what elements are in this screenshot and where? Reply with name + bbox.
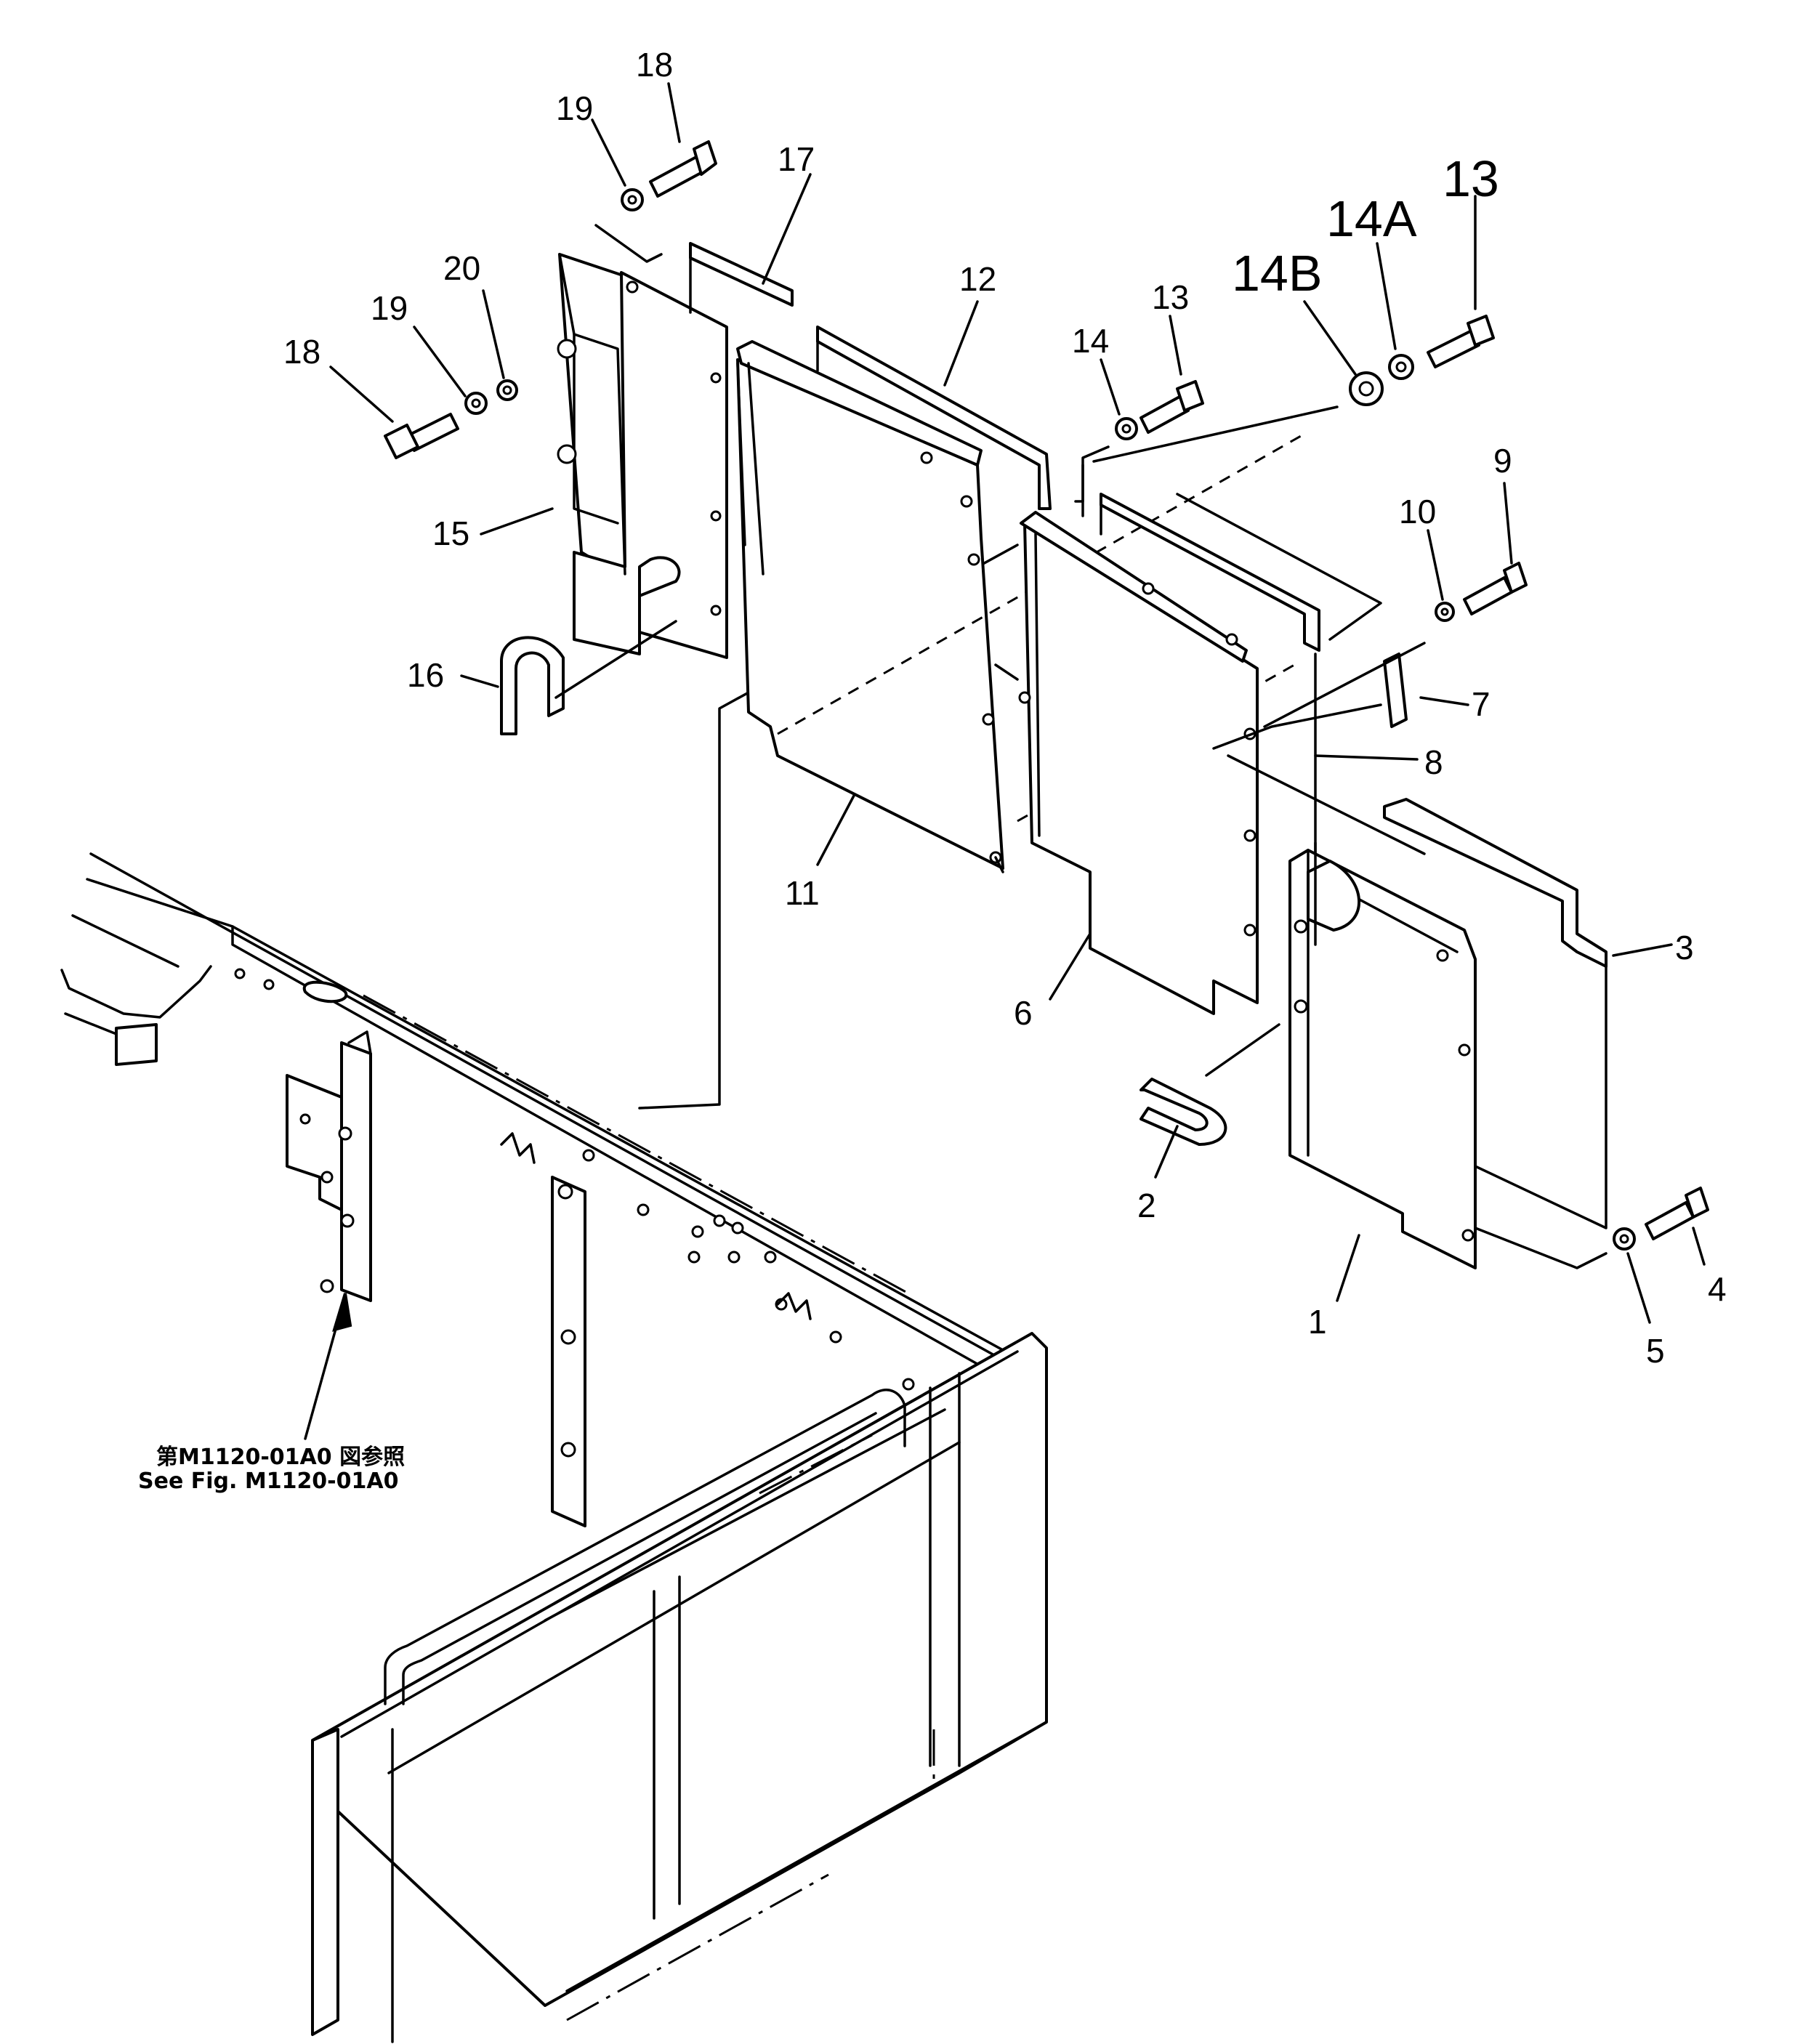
- bolt-18-top-icon: [649, 140, 717, 198]
- callout-1: 1: [1308, 1303, 1327, 1341]
- part-17-plate: [689, 242, 794, 314]
- reference-arrow: [304, 1293, 352, 1440]
- callout-4: 4: [1708, 1270, 1727, 1308]
- washer-14-icon: [1115, 417, 1138, 440]
- callout-12: 12: [959, 260, 996, 298]
- callout-17: 17: [778, 140, 815, 178]
- callout-14: 14: [1072, 322, 1109, 360]
- reference-note-japanese: 第M1120-01A0 図参照: [156, 1445, 405, 1470]
- callout-19-left: 19: [371, 289, 408, 327]
- washer-19-top-icon: [621, 188, 644, 211]
- part-2-u-clip: [1139, 1023, 1280, 1146]
- callout-9: 9: [1493, 442, 1512, 480]
- part-7-spacer: [1383, 653, 1408, 728]
- part-1-panel: [1288, 849, 1477, 1269]
- callout-8: 8: [1424, 743, 1443, 781]
- callout-14A: 14A: [1326, 190, 1417, 247]
- callout-5: 5: [1646, 1332, 1665, 1370]
- callout-7: 7: [1472, 685, 1491, 723]
- washer-5-icon: [1613, 1227, 1636, 1251]
- leader-lines: [329, 82, 1706, 1324]
- part-6-panel: [1018, 464, 1320, 1015]
- callout-11: 11: [785, 874, 820, 912]
- reference-note-english: See Fig. M1120-01A0: [138, 1469, 398, 1494]
- callout-3: 3: [1675, 929, 1694, 966]
- bolt-4-icon: [1645, 1187, 1709, 1240]
- callout-10: 10: [1399, 493, 1436, 530]
- callout-13-large: 13: [1443, 150, 1499, 207]
- bolt-13-small-icon: [1139, 380, 1204, 434]
- nut-20-icon: [496, 379, 518, 401]
- callout-15: 15: [432, 514, 469, 552]
- washer-19-left-icon: [464, 392, 488, 415]
- callout-13-small: 13: [1152, 278, 1189, 316]
- part-3-plate: [1314, 798, 1608, 1229]
- callout-19-top: 19: [556, 89, 593, 127]
- bolt-18-left-icon: [384, 413, 459, 459]
- callout-16: 16: [407, 656, 444, 694]
- washer-14B-icon: [1349, 371, 1384, 406]
- bolt-9-icon: [1463, 562, 1528, 615]
- callout-18-top: 18: [636, 46, 673, 84]
- callout-2: 2: [1137, 1187, 1156, 1224]
- callout-20: 20: [443, 249, 480, 287]
- part-15-cover: [557, 224, 728, 659]
- washer-10-icon: [1435, 602, 1455, 622]
- washer-14A-icon: [1388, 354, 1414, 380]
- part-16-u-clip: [500, 620, 677, 735]
- callout-14B: 14B: [1232, 245, 1323, 302]
- callout-6: 6: [1014, 994, 1033, 1032]
- main-frame: [60, 785, 1048, 2043]
- leader-line: [994, 856, 1004, 873]
- part-11-panel: [736, 340, 1004, 870]
- callout-18-left: 18: [283, 333, 320, 371]
- part-12-strip: [816, 326, 1052, 510]
- bolt-13-large-icon: [1427, 315, 1495, 368]
